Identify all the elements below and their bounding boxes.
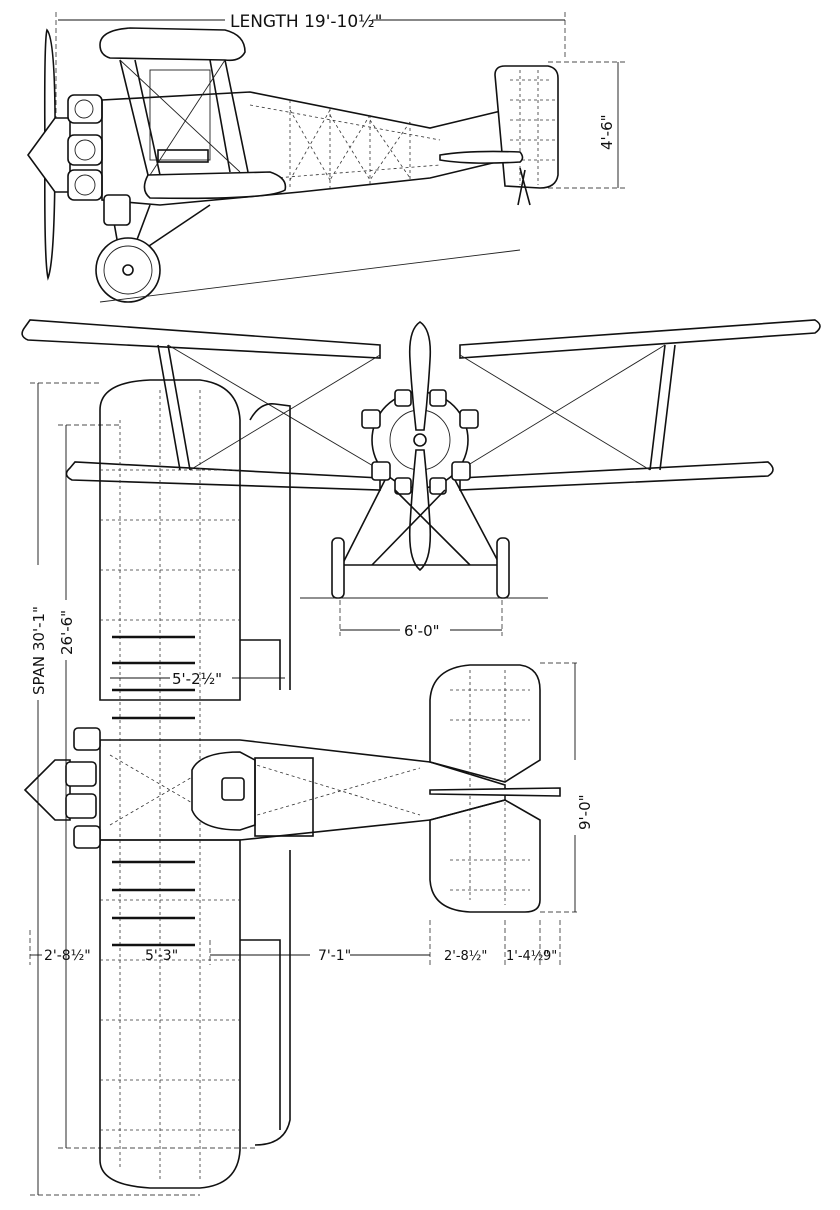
fuel-tank-plan [254, 757, 314, 837]
undercarriage-front [341, 479, 501, 566]
oil-tank-side [103, 194, 131, 226]
interplane-struts-side [119, 59, 249, 176]
span-label: SPAN 30'-1" [30, 606, 48, 695]
ground-line [99, 249, 521, 303]
fuselage-label: 7'-1" [318, 948, 351, 964]
lower-wing-side [143, 171, 287, 200]
wheel-hub-ring [103, 245, 153, 295]
lower-wing-plan-right [254, 850, 291, 1146]
wing-bracing-side [119, 59, 241, 176]
height-label: 4'-6" [598, 114, 616, 150]
tailplane-side [439, 150, 524, 164]
propeller-hub-front [413, 433, 427, 447]
upper-wing-plan-right [99, 839, 241, 1189]
fuselage-bracing-side [289, 109, 411, 181]
lower-wing-front-left [65, 461, 381, 491]
engine-cylinders-side [67, 94, 103, 201]
tailplane-plan-right [429, 799, 541, 913]
tail-b-label: 1'-4½" [506, 949, 549, 964]
fuselage-structure-side [249, 100, 441, 190]
lower-wing-plan-left [249, 403, 291, 690]
rudder-plan [429, 787, 561, 797]
length-label: LENGTH 19'-10½" [230, 12, 382, 32]
rudder-ribs [510, 70, 555, 185]
propeller-blade-bottom [408, 449, 432, 572]
fuselage-bracing-plan [109, 754, 421, 826]
fuselage-side [101, 91, 506, 206]
side-elevation: LENGTH 19'-10½" [27, 12, 625, 303]
lower-wing-front-right [459, 461, 774, 491]
nose-label: 2'-8½" [44, 948, 91, 964]
aileron-lines [240, 639, 281, 1130]
interplane-struts-front [157, 344, 676, 471]
upper-wing-side [99, 27, 246, 62]
cockpit-side [157, 149, 209, 163]
upper-wing-front-left [21, 319, 381, 359]
lower-span-label: 26'-6" [58, 610, 76, 655]
upper-wing-front-right [459, 319, 821, 359]
tailplane-ribs [450, 670, 530, 905]
propeller-blade-top [408, 321, 432, 431]
wheel-front-left [331, 537, 345, 599]
tail-c-label: 9" [543, 949, 557, 964]
wheel-axle [122, 264, 134, 276]
tail-a-label: 2'-8½" [444, 949, 487, 964]
wing-ribs-plan [100, 390, 240, 1180]
spinner-plan [23, 759, 71, 821]
seat-plan [221, 777, 245, 801]
tailskid-side [517, 167, 531, 206]
tailplane-plan-left [429, 664, 541, 783]
flying-wires-front [167, 344, 666, 471]
engine-cylinders-front [361, 389, 479, 495]
track-label: 6'-0" [404, 622, 440, 640]
front-elevation: 6'-0" [21, 319, 821, 640]
aileron-label: 5'-2½" [172, 670, 222, 688]
engine-cylinders-plan [65, 727, 101, 849]
rudder-side [494, 65, 559, 189]
plan-view: 9'-0" SPAN 30'-1" 26'-6" 5'-2½" 2'-8½" 5… [23, 379, 594, 1196]
tailplane-span-label: 9'-0" [576, 794, 594, 830]
wing-spar-marks [112, 635, 195, 947]
wheel-front-right [496, 537, 510, 599]
spinner-side [27, 117, 71, 193]
chord-label: 5'-3" [145, 948, 178, 964]
cabane-side [149, 69, 211, 161]
upper-wing-plan-left [99, 379, 241, 701]
